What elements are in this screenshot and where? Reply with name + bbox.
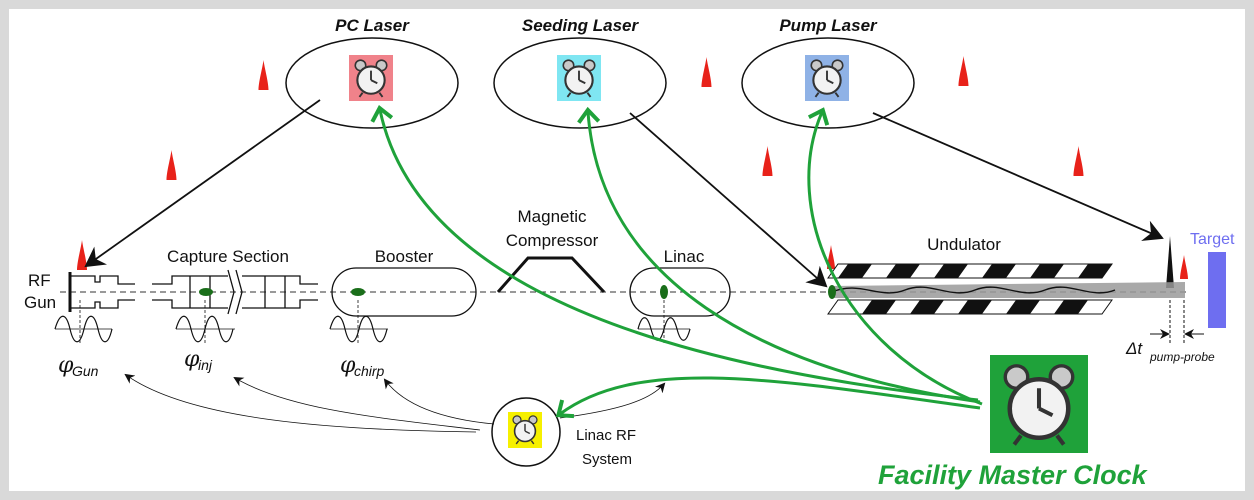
facility-master-clock: Facility Master Clock: [878, 355, 1149, 490]
laser-pulse-icon: [258, 60, 269, 90]
rf-phase-gun: φ Gun: [54, 300, 113, 379]
undulator: Undulator: [827, 235, 1185, 315]
electron-bunch: [660, 285, 668, 299]
linac-label: Linac: [664, 247, 705, 266]
rf-gun: RF Gun: [24, 271, 135, 312]
pump-laser: Pump Laser: [741, 16, 915, 129]
pc-laser: PC Laser: [285, 16, 459, 129]
compressor-label-1: Magnetic: [518, 207, 587, 226]
target-label: Target: [1190, 231, 1235, 248]
laser-pulse-icon: [701, 57, 712, 87]
pc-laser-label: PC Laser: [335, 16, 410, 35]
phase-symbol: φ: [340, 353, 356, 378]
laser-pulse-icon: [958, 56, 969, 86]
laser-pulse-icon: [77, 240, 87, 270]
capture-section-label: Capture Section: [167, 247, 289, 266]
pump-laser-label: Pump Laser: [779, 16, 878, 35]
electron-bunch: [828, 285, 836, 299]
laser-pulse-icon: [166, 150, 177, 180]
booster: Booster: [331, 247, 477, 317]
target-block: [1208, 252, 1226, 328]
rf-distribution: [124, 373, 666, 433]
rf-gun-label-1: RF: [28, 271, 51, 290]
rf-phase-inj: φ inj: [175, 300, 235, 373]
laser-pulse-icon: [1073, 146, 1084, 176]
electron-bunch: [351, 288, 365, 296]
undulator-label: Undulator: [927, 235, 1001, 254]
laser-pulses: [77, 56, 1188, 288]
phase-symbol: φ: [184, 347, 200, 372]
rf-phase-chirp: φ chirp: [329, 300, 388, 379]
linac: Linac: [629, 247, 731, 317]
target: Target: [1190, 231, 1235, 328]
rf-phase-linac: [637, 300, 691, 345]
rf-gun-label-2: Gun: [24, 293, 56, 312]
pump-probe-delay: Δt pump-probe: [1125, 300, 1215, 364]
master-clock-label: Facility Master Clock: [878, 460, 1149, 490]
phase-inj-label: inj: [198, 357, 213, 373]
laser-beams: [84, 99, 1164, 288]
booster-label: Booster: [375, 247, 434, 266]
capture-section: Capture Section: [152, 247, 318, 315]
linac-rf-system: Linac RF System: [491, 397, 636, 468]
rf-system-label-1: Linac RF: [576, 427, 636, 444]
delta-t-symbol: Δt: [1125, 339, 1143, 358]
probe-pulse: [1166, 236, 1174, 288]
rf-system-label-2: System: [582, 451, 632, 468]
compressor-label-2: Compressor: [506, 231, 599, 250]
electron-bunch: [199, 288, 213, 296]
seeding-laser: Seeding Laser: [493, 16, 667, 129]
phase-symbol: φ: [58, 353, 74, 378]
sync-lines: [370, 104, 983, 419]
laser-pulse-icon: [762, 146, 773, 176]
seeding-laser-label: Seeding Laser: [522, 16, 640, 35]
magnetic-compressor: Magnetic Compressor: [496, 207, 606, 294]
laser-pulse-icon: [1180, 255, 1188, 279]
phase-gun-label: Gun: [72, 363, 99, 379]
delta-t-subscript: pump-probe: [1149, 350, 1215, 364]
phase-chirp-label: chirp: [354, 363, 385, 379]
